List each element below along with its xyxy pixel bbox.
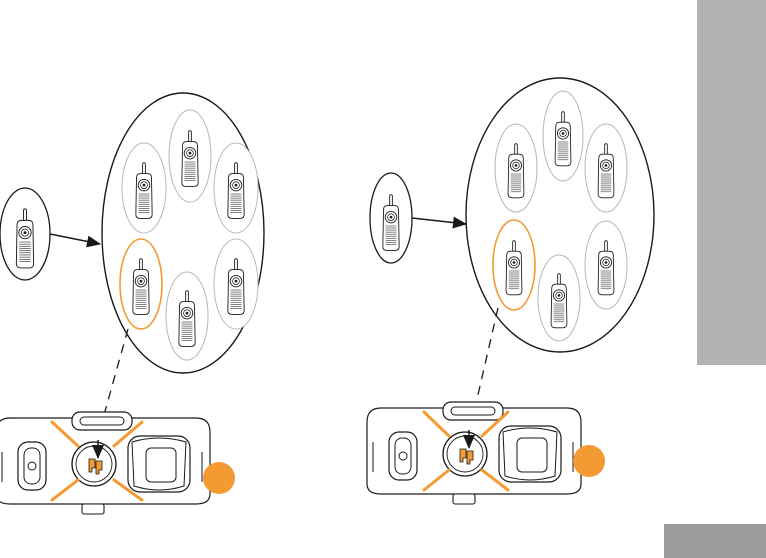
radio-top-view — [367, 402, 581, 504]
arrow-icon — [50, 234, 100, 244]
orange-dot-icon — [573, 445, 605, 477]
right-panel — [367, 78, 654, 504]
arrow-icon — [412, 218, 466, 224]
left-panel — [0, 93, 264, 514]
orange-dot-icon — [203, 462, 235, 494]
radio-top-view — [0, 412, 210, 514]
